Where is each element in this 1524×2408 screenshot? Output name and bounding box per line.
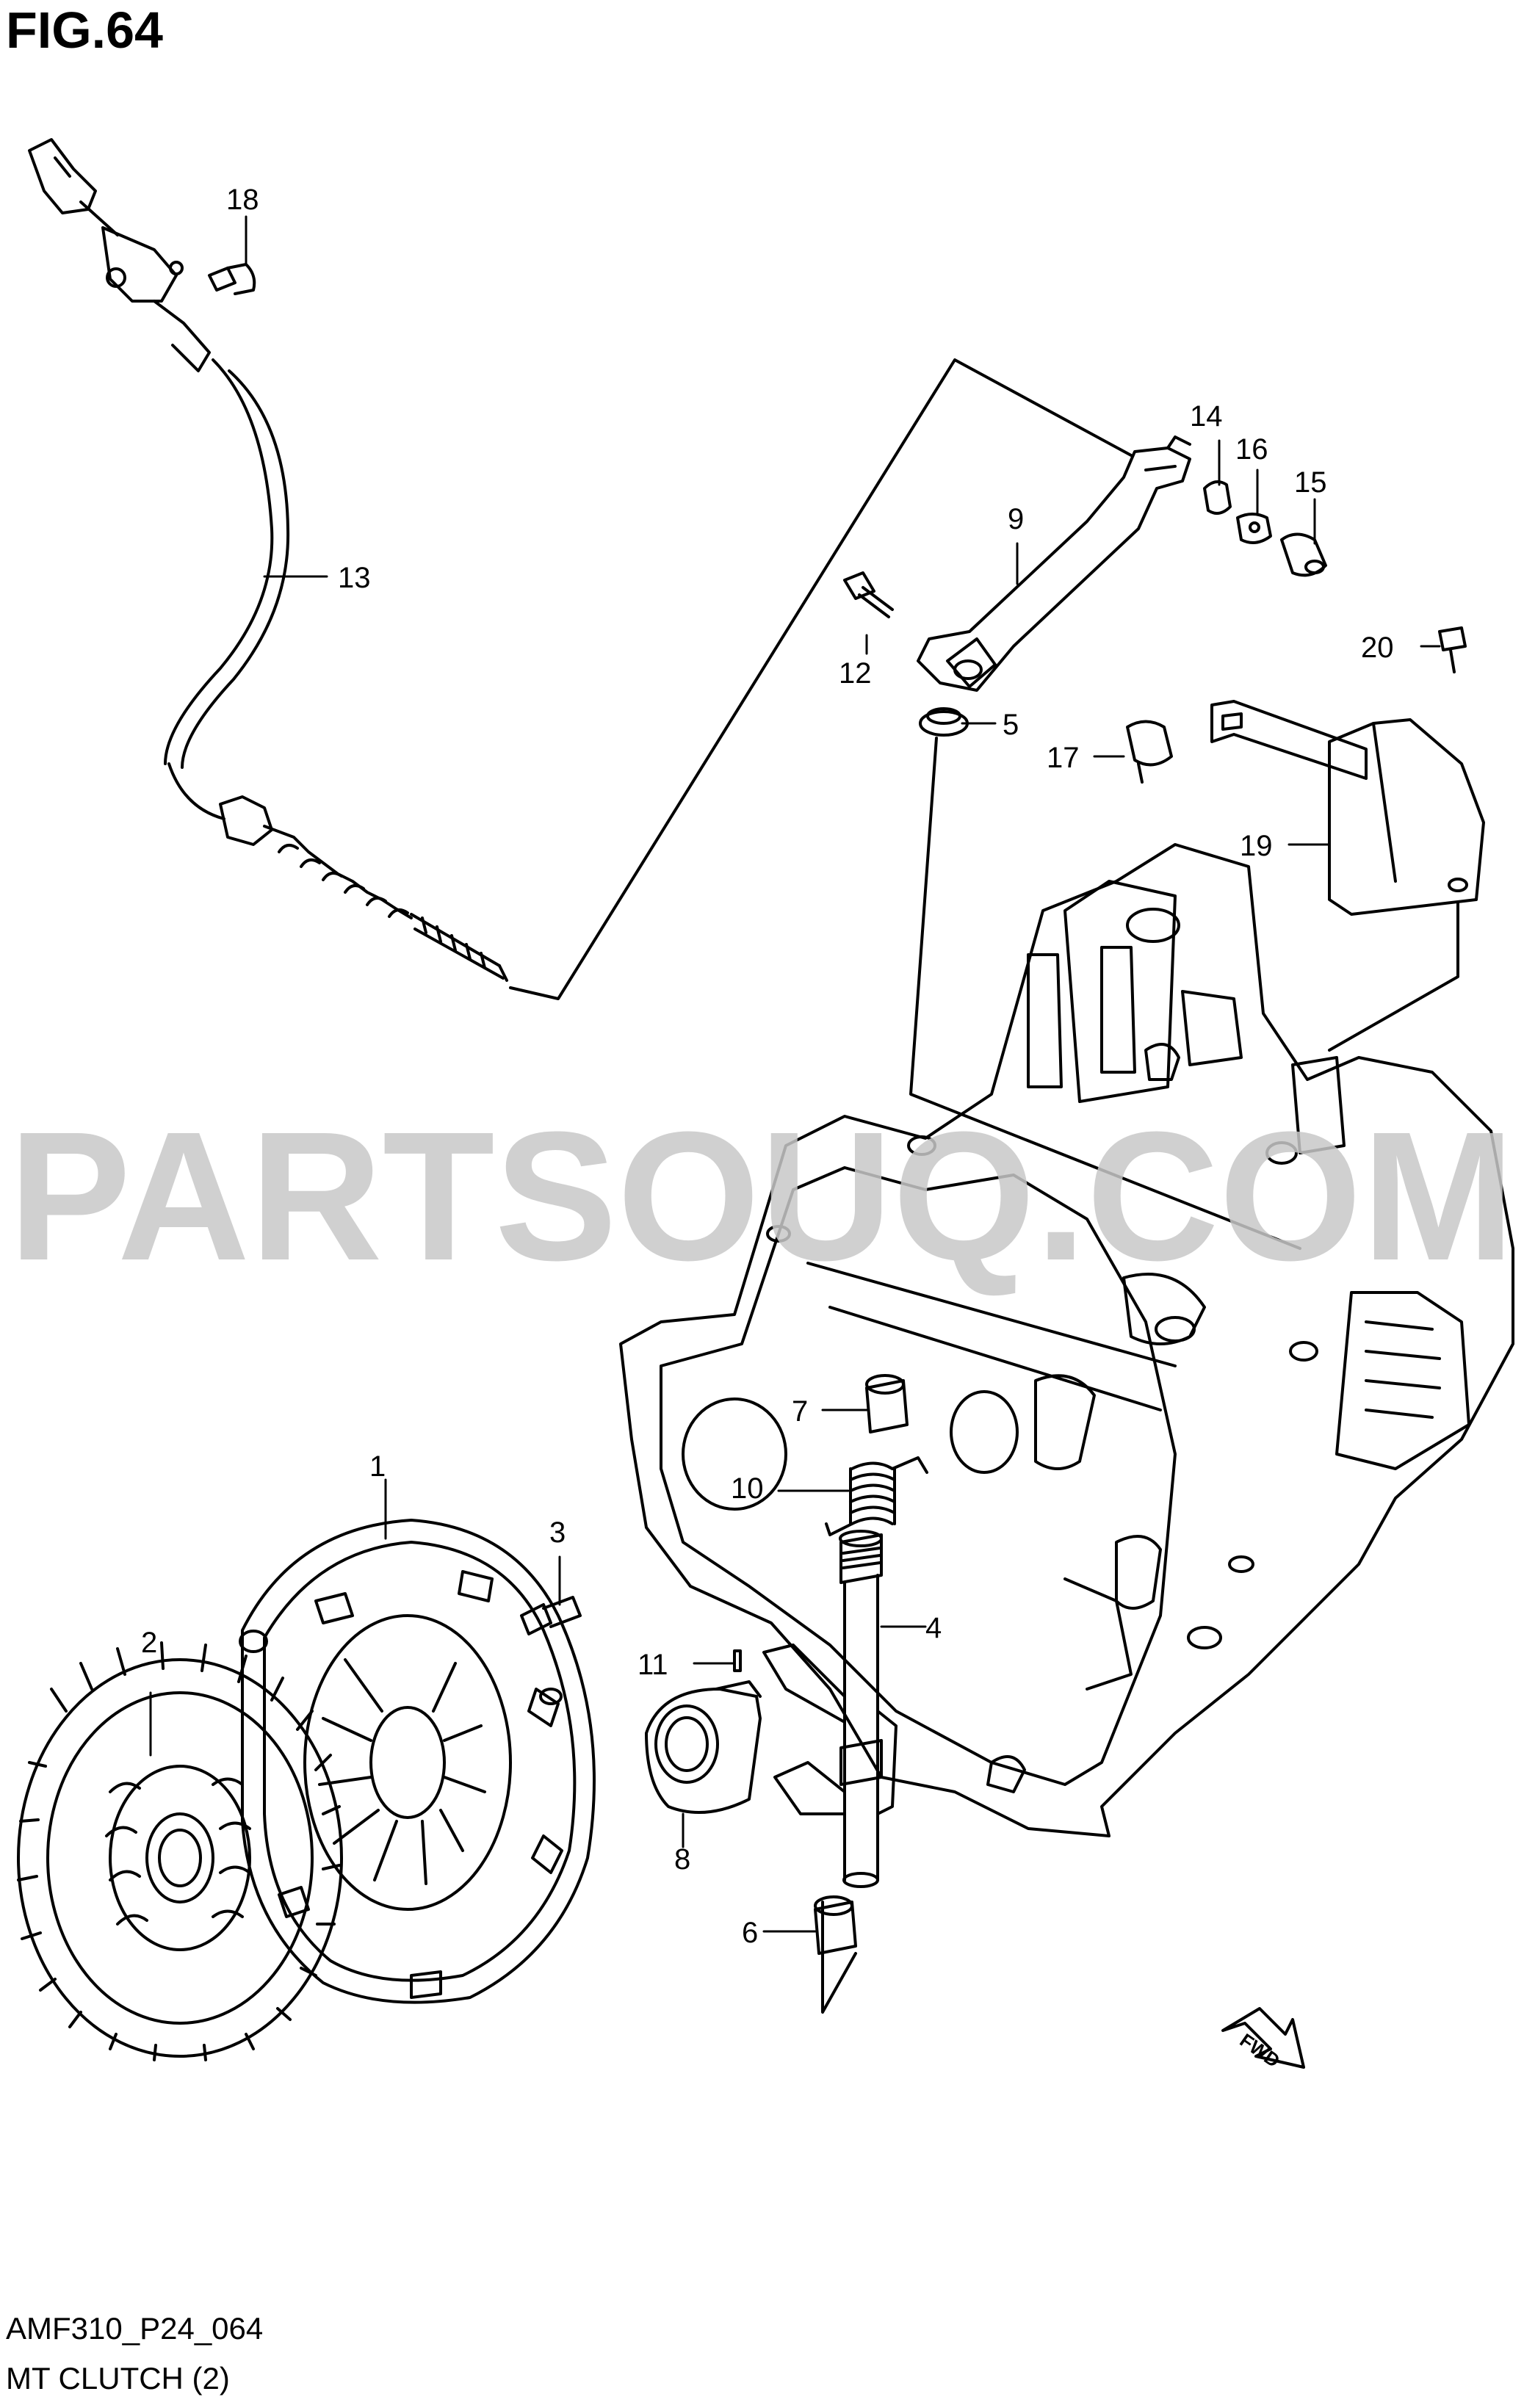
callout-5: 5 [1003,709,1019,741]
callout-8: 8 [674,1843,690,1876]
callout-3: 3 [549,1516,566,1549]
callout-12: 12 [839,657,872,690]
callout-9: 9 [1008,503,1024,535]
bush-6 [814,1895,857,1955]
clutch-cover-1 [239,1519,596,2004]
callout-20: 20 [1361,632,1394,664]
bolt-3 [520,1596,582,1635]
callout-leaders [149,215,1441,1933]
callout-13: 13 [338,562,371,594]
bracket-19 [1210,700,1485,916]
callout-6: 6 [742,1917,758,1949]
figure-name: MT CLUTCH (2) [6,2361,230,2396]
figure-code: AMF310_P24_064 [6,2311,264,2346]
callout-1: 1 [369,1450,386,1483]
callout-7: 7 [792,1395,808,1428]
figure-title: FIG.64 [6,1,163,59]
clutch-cable [28,138,508,982]
clutch-disc-2 [17,1641,343,2061]
release-shaft-4 [839,1530,883,1888]
bush-5 [919,707,969,737]
forward-direction-badge: FWD [1221,2007,1305,2072]
release-bearing-8 [645,1680,762,1814]
bolt-12 [843,571,894,618]
small-parts-14-16-15 [1203,480,1327,577]
bolt-18 [208,263,256,295]
clip-17 [1126,720,1173,784]
callout-16: 16 [1235,433,1268,466]
ref-line-bush [909,737,1301,1250]
callout-11: 11 [638,1649,668,1681]
release-fork [762,1644,898,1815]
callout-4: 4 [925,1612,942,1644]
callout-15: 15 [1294,466,1327,499]
callout-17: 17 [1047,742,1080,774]
ref-line-bracket [1328,902,1459,1052]
release-lever [917,435,1191,692]
callout-14: 14 [1190,400,1223,433]
ref-line-cable-lever [509,358,1133,1000]
bush-7 [865,1374,909,1433]
spring-10 [825,1456,928,1536]
watermark: PARTSOUQ.COM [9,1093,1515,1298]
bolt-20 [1438,626,1467,673]
callout-2: 2 [141,1627,157,1659]
callout-19: 19 [1240,830,1273,862]
callout-labels: 1 2 3 4 5 6 7 8 9 10 11 12 13 14 15 16 1… [141,184,1394,1949]
transaxle-housing [619,843,1514,1837]
callout-18: 18 [226,184,259,216]
callout-10: 10 [731,1472,764,1505]
pin-11 [733,1649,742,1672]
ref-line-bush-6 [821,1901,857,2014]
